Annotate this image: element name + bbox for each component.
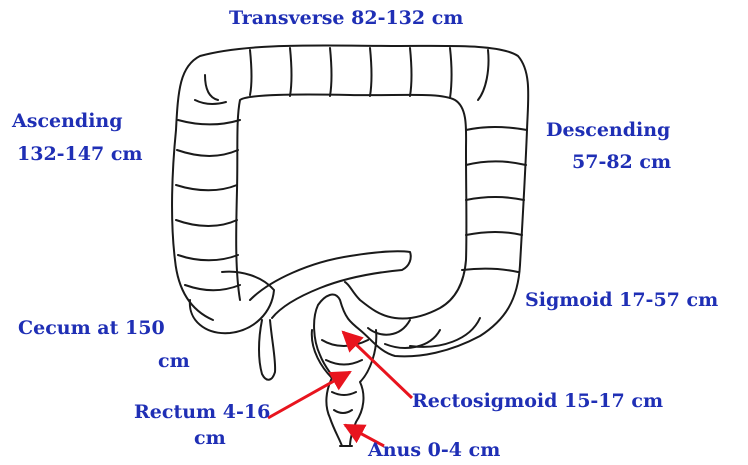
label-ascending-range: 132-147 cm [17,140,143,168]
label-descending-range: 57-82 cm [572,148,671,176]
ascending-haustra [176,75,240,290]
label-rectum: Rectum 4-16 [134,398,270,426]
label-rectum-unit: cm [194,424,226,452]
label-anus: Anus 0-4 cm [368,436,500,464]
label-ascending-name: Ascending [12,107,123,135]
label-rectosigmoid: Rectosigmoid 15-17 cm [412,387,663,415]
rectosigmoid-arrow [343,332,412,398]
label-descending: Descending [546,116,670,144]
label-cecum: Cecum at 150 [18,314,165,342]
ileum-stub [250,251,411,318]
descending-haustra [462,127,527,272]
label-ascending: Ascending [12,107,123,135]
appendix [259,320,275,380]
label-cecum-unit: cm [158,347,190,375]
transverse-haustra [250,48,489,100]
label-transverse: Transverse 82-132 cm [229,4,463,32]
label-sigmoid: Sigmoid 17-57 cm [525,286,718,314]
